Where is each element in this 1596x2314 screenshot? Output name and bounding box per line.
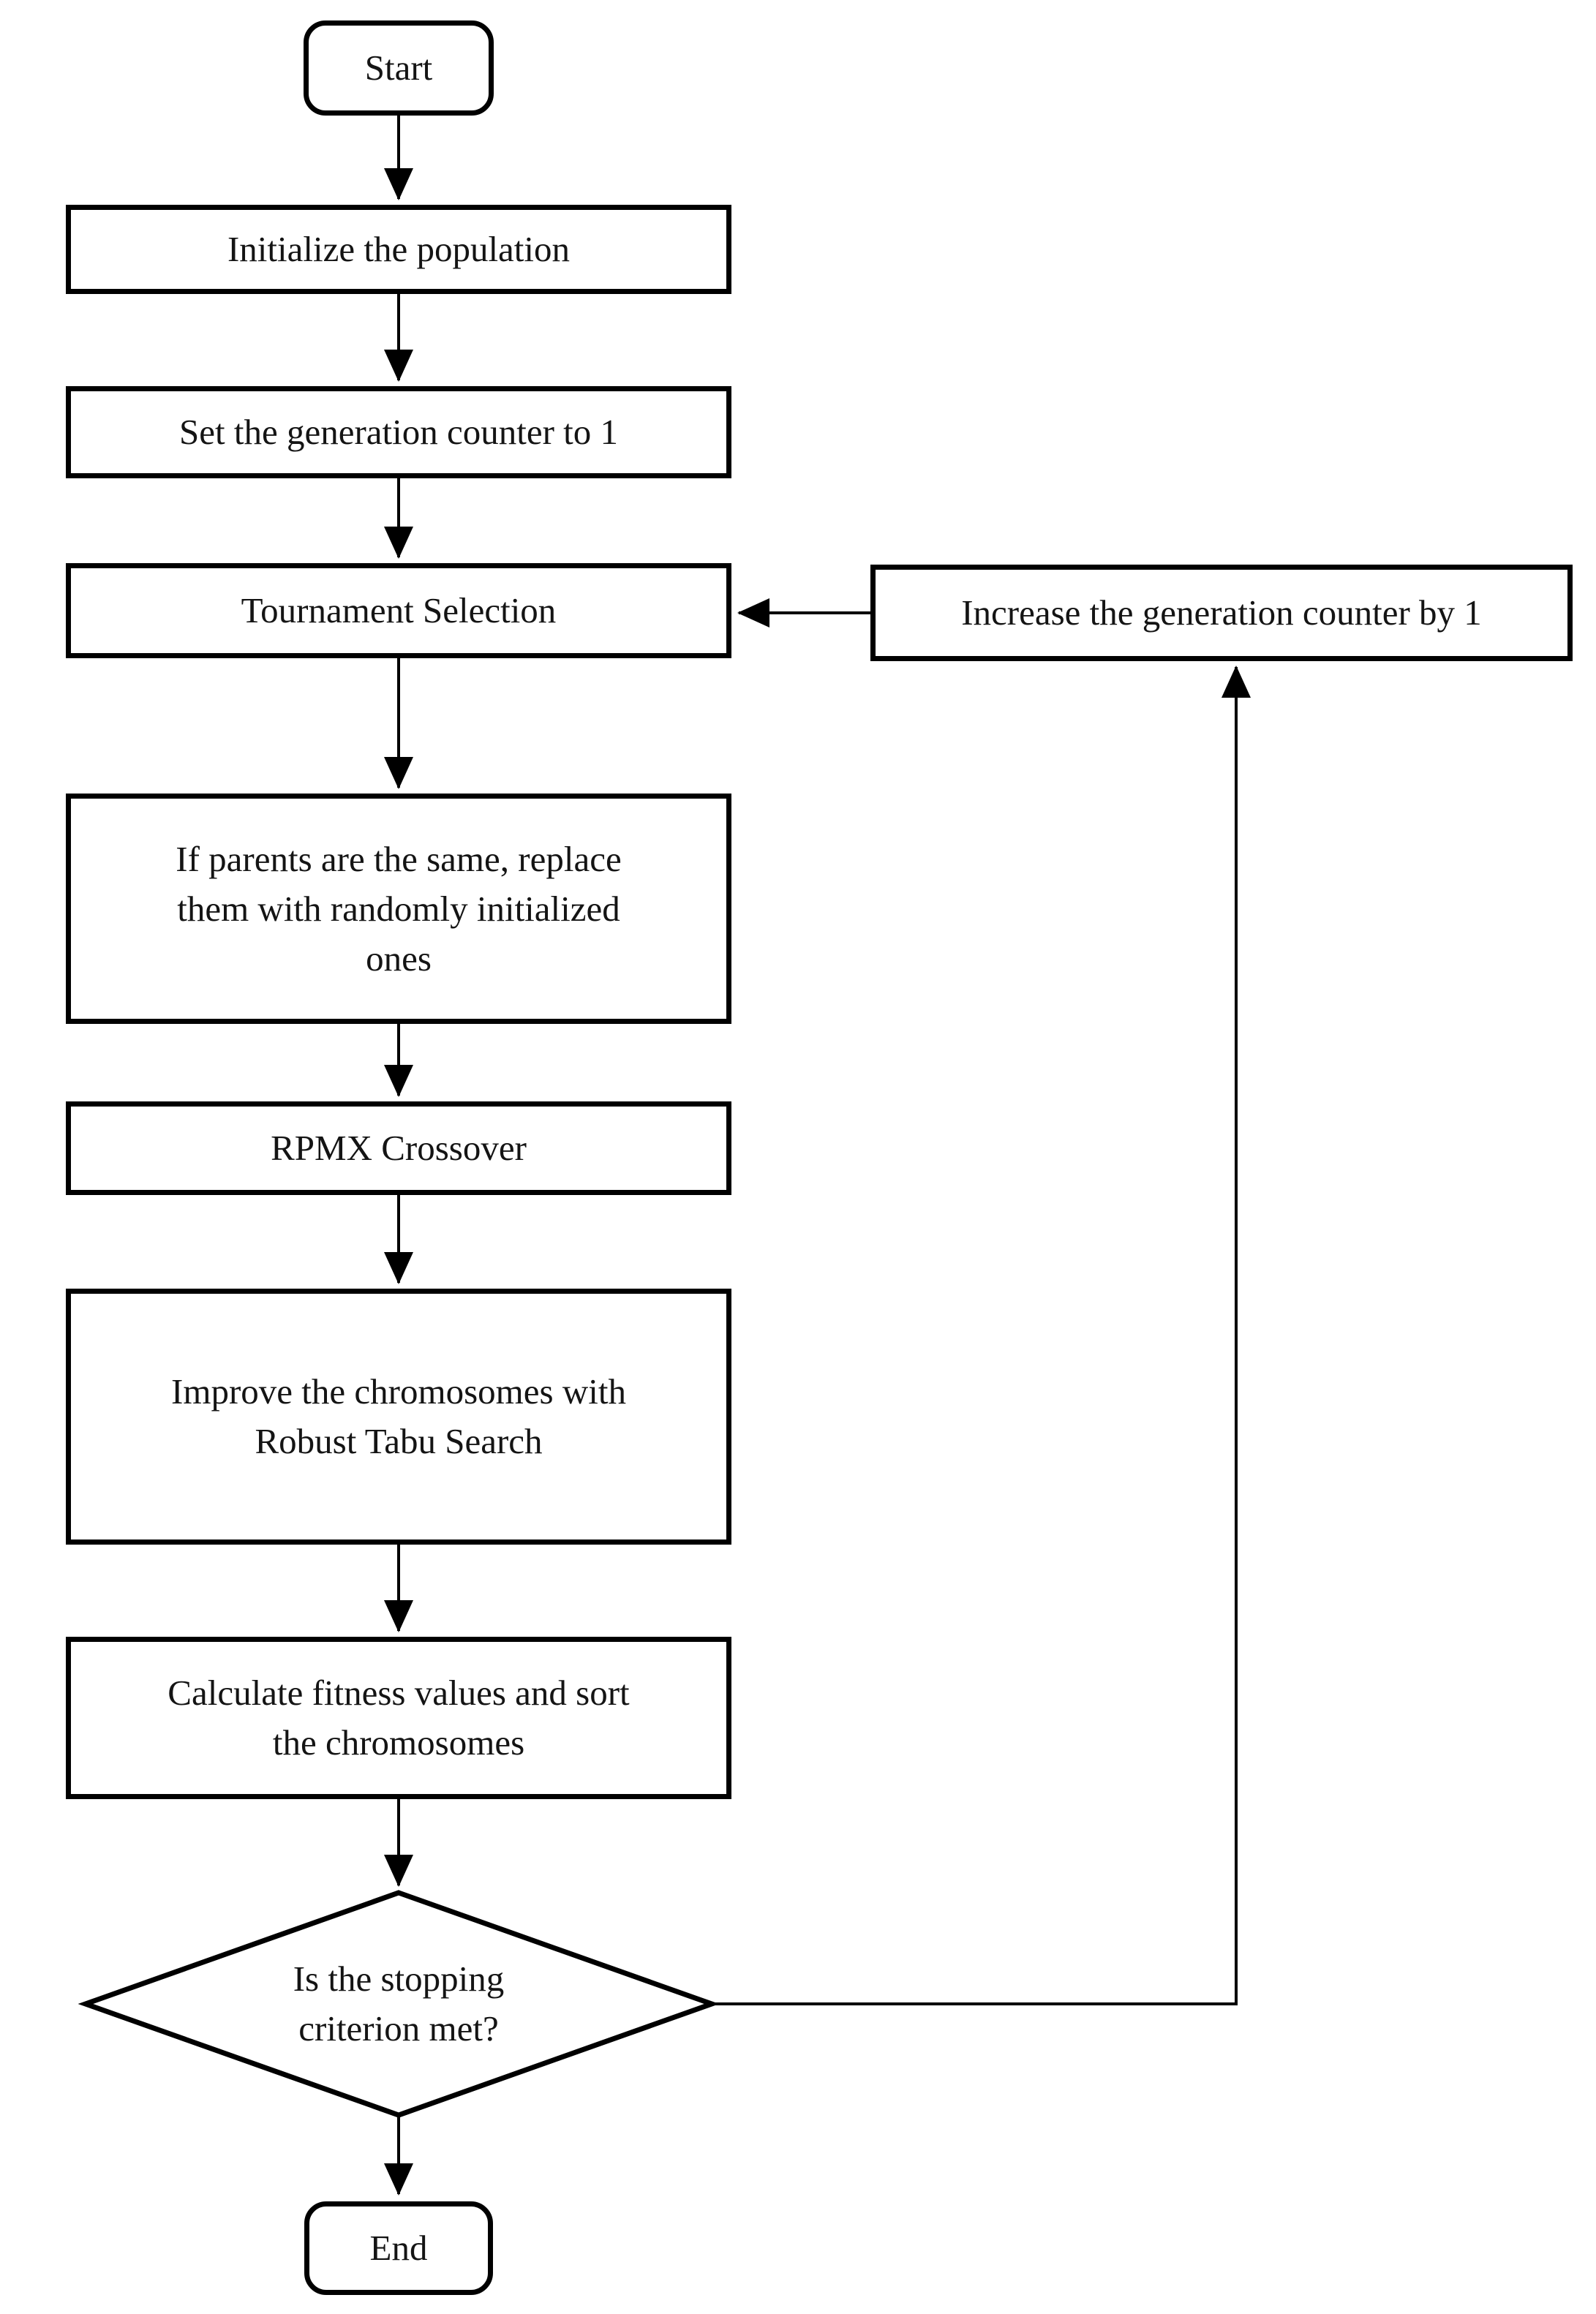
node-set-generation-counter: Set the generation counter to 1	[66, 386, 731, 478]
node-rpmx-crossover: RPMX Crossover	[66, 1101, 731, 1195]
decision-diamond-shape	[78, 1890, 720, 2118]
node-calculate-fitness: Calculate fitness values and sort the ch…	[66, 1637, 731, 1799]
edge-stopping-to-increase	[712, 666, 1251, 2005]
node-initialize-label: Initialize the population	[227, 229, 571, 269]
node-improve-label: Improve the chromosomes with Robust Tabu…	[171, 1371, 626, 1461]
node-tournament-label: Tournament Selection	[241, 590, 557, 630]
node-increase-generation-counter: Increase the generation counter by 1	[870, 565, 1573, 661]
node-start: Start	[304, 20, 494, 116]
node-improve-robust-tabu-search: Improve the chromosomes with Robust Tabu…	[66, 1289, 731, 1545]
node-replace-same-parents: If parents are the same, replace them wi…	[66, 794, 731, 1024]
node-end-label: End	[369, 2228, 428, 2268]
node-stopping-label: Is the stopping criterion met?	[293, 1959, 505, 2049]
node-tournament-selection: Tournament Selection	[66, 563, 731, 658]
node-replace-parents-label: If parents are the same, replace them wi…	[176, 838, 622, 979]
node-fitness-label: Calculate fitness values and sort the ch…	[167, 1673, 630, 1763]
node-rpmx-label: RPMX Crossover	[271, 1128, 527, 1168]
node-start-label: Start	[364, 48, 433, 88]
node-end: End	[304, 2201, 493, 2295]
node-increase-label: Increase the generation counter by 1	[961, 592, 1482, 633]
node-stopping-criterion: Is the stopping criterion met?	[216, 1906, 581, 2102]
node-initialize-population: Initialize the population	[66, 205, 731, 294]
node-set-counter-label: Set the generation counter to 1	[178, 412, 619, 452]
